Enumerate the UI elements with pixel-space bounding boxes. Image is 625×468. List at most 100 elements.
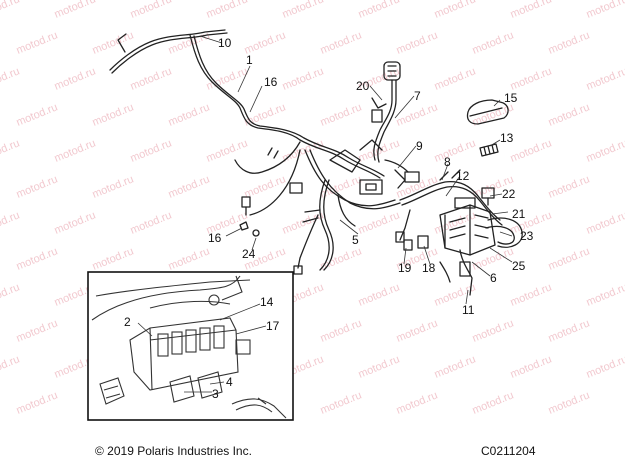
watermark-text: motod.ru [547,101,592,128]
watermark-text: motod.ru [547,29,592,56]
callout-11: 11 [462,303,475,317]
watermark-text: motod.ru [357,281,402,308]
watermark-text: motod.ru [585,0,625,21]
watermark-text: motod.ru [395,173,440,200]
callout-1: 1 [246,53,253,67]
watermark-text: motod.ru [585,137,625,164]
callout-18: 18 [422,261,436,275]
callout-labels: 1 2 3 4 5 6 7 8 9 10 11 12 13 14 15 16 1… [124,36,534,401]
watermark-text: motod.ru [91,173,136,200]
watermark-text: motod.ru [91,245,136,272]
watermark-text: motod.ru [167,245,212,272]
watermark-text: motod.ru [15,101,60,128]
watermark-text: motod.ru [53,65,98,92]
callout-13: 13 [500,131,514,145]
watermark-text: motod.ru [433,0,478,21]
watermark-text: motod.ru [281,0,326,21]
watermark-text: motod.ru [433,137,478,164]
watermark-text: motod.ru [547,245,592,272]
watermark-text: motod.ru [91,29,136,56]
watermark-text: motod.ru [547,389,592,416]
callout-17: 17 [266,319,280,333]
callout-23: 23 [520,229,534,243]
watermark-text: motod.ru [509,65,554,92]
watermark-text: motod.ru [585,353,625,380]
watermark-text: motod.ru [395,29,440,56]
watermark-text: motod.ru [129,209,174,236]
watermark-text: motod.ru [167,29,212,56]
watermark-text: motod.ru [585,65,625,92]
watermark-text: motod.ru [15,173,60,200]
watermark-text: motod.ru [15,29,60,56]
watermark-text: motod.ru [91,101,136,128]
watermark-text: motod.ru [319,29,364,56]
callout-9: 9 [416,139,423,153]
watermark-text: motod.ru [15,245,60,272]
watermark-text: motod.ru [509,137,554,164]
watermark-text: motod.ru [471,317,516,344]
watermark-text: motod.ru [585,281,625,308]
watermark-text: motod.ru [15,317,60,344]
watermark-text: motod.ru [15,389,60,416]
watermark-text: motod.ru [0,209,21,236]
watermark-text: motod.ru [205,137,250,164]
watermark-text: motod.ru [319,101,364,128]
watermark-text: motod.ru [0,65,21,92]
callout-15: 15 [504,91,518,105]
callout-6: 6 [490,271,497,285]
callout-14: 14 [260,295,274,309]
watermark-text: motod.ru [129,137,174,164]
watermark-text: motod.ru [547,173,592,200]
watermark-text: motod.ru [167,173,212,200]
watermark-text: motod.ru [0,281,21,308]
watermark-text: motod.ru [547,317,592,344]
watermark-text: motod.ru [509,0,554,21]
watermark-text: motod.ru [585,209,625,236]
drawing-code: C0211204 [481,444,536,458]
callout-4: 4 [226,375,233,389]
watermark-text: motod.ru [281,65,326,92]
watermark-text: motod.ru [395,101,440,128]
watermark-text: motod.ru [205,0,250,21]
watermark-text: motod.ru [395,389,440,416]
callout-22: 22 [502,187,516,201]
callout-20: 20 [356,79,370,93]
watermark-text: motod.ru [205,65,250,92]
watermark-text: motod.ru [319,317,364,344]
callout-24: 24 [242,247,256,261]
watermark-text: motod.ru [471,389,516,416]
inset-detail [87,271,294,421]
watermark-text: motod.ru [433,209,478,236]
copyright-notice: © 2019 Polaris Industries Inc. [95,444,252,458]
watermark-text: motod.ru [0,0,21,21]
watermark-text: motod.ru [0,353,21,380]
watermark-text: motod.ru [0,137,21,164]
leader-lines [199,35,513,305]
watermark-text: motod.ru [281,209,326,236]
wiring-harness-drawing [109,29,523,296]
callout-25: 25 [512,259,526,273]
callout-12: 12 [456,169,470,183]
watermark-text: motod.ru [433,65,478,92]
watermark-text: motod.ru [509,281,554,308]
callout-7: 7 [414,89,421,103]
callout-19: 19 [398,261,412,275]
watermark-text: motod.ru [357,0,402,21]
callout-16-lower: 16 [208,231,222,245]
watermark-text: motod.ru [471,29,516,56]
callout-10: 10 [218,36,232,50]
callout-16-upper: 16 [264,75,278,89]
callout-21: 21 [512,207,526,221]
watermark-text: motod.ru [167,101,212,128]
watermark-text: motod.ru [53,0,98,21]
watermark-text: motod.ru [357,353,402,380]
watermark-text: motod.ru [53,137,98,164]
callout-3: 3 [212,387,219,401]
watermark-text: motod.ru [53,209,98,236]
watermark-text: motod.ru [357,209,402,236]
watermark-text: motod.ru [129,65,174,92]
watermark-text: motod.ru [509,353,554,380]
watermark-text: motod.ru [471,101,516,128]
watermark-text: motod.ru [433,353,478,380]
